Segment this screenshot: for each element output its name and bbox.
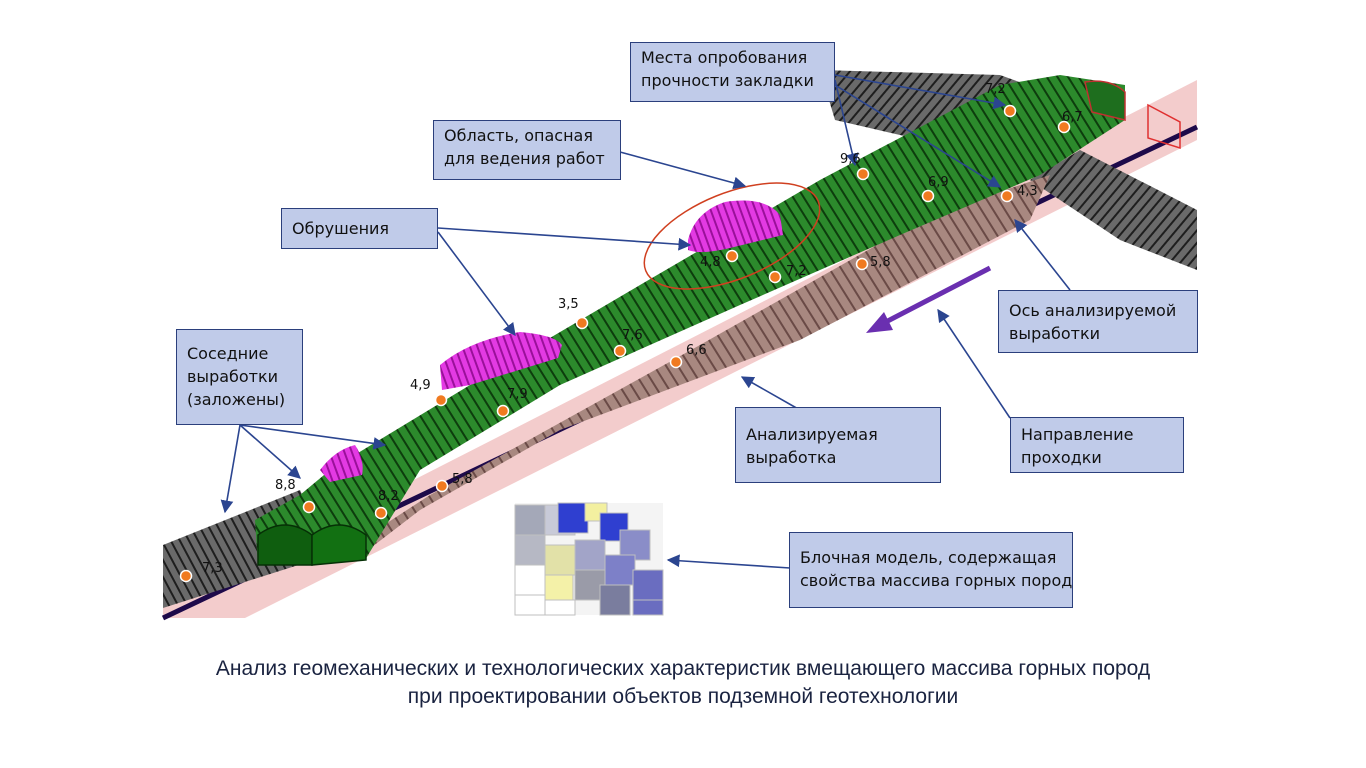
- sample-point: [669, 355, 683, 369]
- strength-value: 5,8: [870, 255, 891, 270]
- callout-line: Соседние: [187, 344, 269, 363]
- callout-driving-direction: Направление проходки: [1010, 417, 1184, 473]
- sample-point: [856, 167, 870, 181]
- collapse-zone-2: [440, 332, 562, 390]
- figure-caption: Анализ геомеханических и технологических…: [0, 655, 1366, 711]
- callout-line: выработка: [746, 448, 837, 467]
- sample-point: [725, 249, 739, 263]
- direction-arrowhead: [866, 312, 893, 333]
- sample-point: [435, 479, 449, 493]
- sample-point: [496, 404, 510, 418]
- sample-point: [613, 344, 627, 358]
- axis-end-marker: [1147, 103, 1181, 150]
- neighbor-drift-right: [1030, 150, 1197, 270]
- callout-line: Ось анализируемой: [1009, 301, 1177, 320]
- strength-value: 3,5: [558, 297, 579, 312]
- sample-point: [374, 506, 388, 520]
- tunnel-face-right: [311, 524, 367, 566]
- callout-line: Блочная модель, содержащая: [800, 548, 1057, 567]
- callout-neighbor-workings: Соседние выработки (заложены): [176, 329, 303, 425]
- sample-point: [302, 500, 316, 514]
- strength-value: 8,2: [378, 489, 399, 504]
- sample-point: [179, 569, 193, 583]
- sample-point: [768, 270, 782, 284]
- callout-analyzed-working: Анализируемая выработка: [735, 407, 941, 483]
- callout-line: свойства массива горных пород: [800, 571, 1073, 590]
- callout-danger-zone: Область, опасная для ведения работ: [433, 120, 621, 180]
- collapse-zone-3: [688, 200, 783, 253]
- strength-value: 6,6: [686, 343, 707, 358]
- callout-block-model: Блочная модель, содержащая свойства масс…: [789, 532, 1073, 608]
- callout-line: (заложены): [187, 390, 286, 409]
- analyzed-working-wall: [330, 175, 1050, 560]
- block-model: [514, 502, 664, 616]
- connector-lines: [220, 74, 1071, 569]
- strength-value: 7,9: [507, 387, 528, 402]
- strength-value: 7,2: [786, 264, 807, 279]
- strength-value: 4,9: [410, 378, 431, 393]
- sample-point: [1003, 104, 1017, 118]
- sample-point: [1000, 189, 1014, 203]
- analyzed-working-tunnel: [258, 75, 1125, 565]
- tunnel-end-face-far: [1084, 80, 1126, 121]
- callout-line: прочности закладки: [641, 71, 814, 90]
- callout-line: Места опробования: [641, 48, 808, 67]
- caption-line: Анализ геомеханических и технологических…: [215, 657, 1151, 680]
- callout-line: Область, опасная: [444, 126, 593, 145]
- strength-value: 6,9: [928, 175, 949, 190]
- sample-point: [434, 393, 448, 407]
- strength-value: 5,8: [452, 472, 473, 487]
- collapse-zone-1: [320, 445, 363, 482]
- strength-value: 7,2: [985, 82, 1006, 97]
- callout-line: выработки: [1009, 324, 1101, 343]
- direction-arrow: [878, 265, 992, 328]
- callout-line: Направление: [1021, 425, 1134, 444]
- strength-value: 7,6: [622, 328, 643, 343]
- sample-point: [855, 257, 869, 271]
- callout-line: выработки: [187, 367, 279, 386]
- strength-value: 9,6: [840, 152, 861, 167]
- danger-zone-ellipse: [643, 182, 821, 290]
- callout-line: Обрушения: [292, 219, 390, 238]
- strength-value: 8,8: [275, 478, 296, 493]
- tunnel-face-left: [257, 524, 313, 566]
- strength-value: 6,7: [1062, 110, 1083, 125]
- sample-point: [575, 316, 589, 330]
- sample-point: [1057, 120, 1071, 134]
- callout-working-axis: Ось анализируемой выработки: [998, 290, 1198, 353]
- sample-points: [179, 104, 1071, 583]
- strength-value: 7,3: [202, 561, 223, 576]
- strength-value: 4,8: [700, 255, 721, 270]
- strength-value: 4,3: [1017, 184, 1038, 199]
- caption-line: при проектировании объектов подземной ге…: [407, 685, 959, 708]
- callout-line: Анализируемая: [746, 425, 878, 444]
- sample-point: [921, 189, 935, 203]
- callout-line: для ведения работ: [444, 149, 605, 168]
- callout-collapses: Обрушения: [281, 208, 438, 249]
- callout-sampling-places: Места опробования прочности закладки: [630, 42, 835, 102]
- callout-line: проходки: [1021, 448, 1102, 467]
